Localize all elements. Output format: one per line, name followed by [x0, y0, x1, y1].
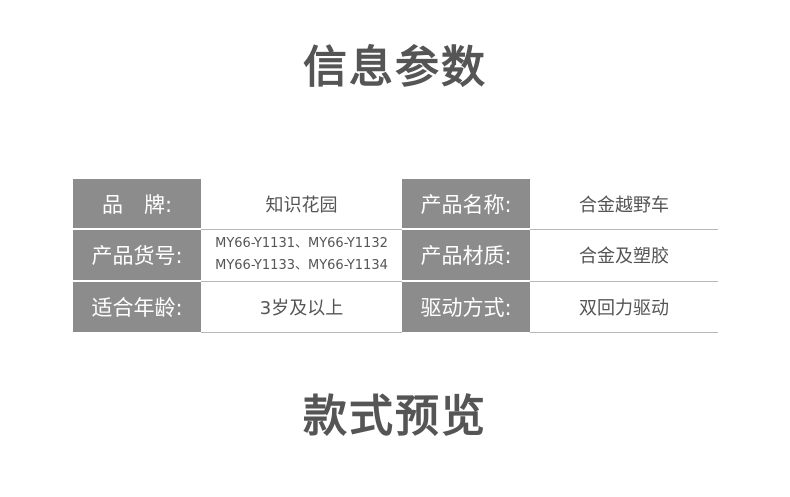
- section-title-info: 信息参数: [303, 42, 487, 93]
- spec-value-material: 合金及塑胶: [530, 229, 718, 282]
- section-title-preview: 款式预览: [303, 391, 487, 442]
- spec-label-age: 适合年龄:: [73, 281, 201, 332]
- spec-row-item-no: 产品货号: MY66-Y1131、MY66-Y1132 MY66-Y1133、M…: [73, 229, 718, 282]
- spec-table: 品 牌: 知识花园 产品名称: 合金越野车 产品货号: MY66-Y1131、M…: [73, 179, 718, 333]
- spec-row-brand: 品 牌: 知识花园 产品名称: 合金越野车: [73, 179, 718, 230]
- spec-value-item-no-line-1: MY66-Y1131、MY66-Y1132: [215, 236, 388, 251]
- spec-value-product-name: 合金越野车: [530, 179, 718, 230]
- spec-value-drive: 双回力驱动: [530, 281, 718, 333]
- spec-row-age: 适合年龄: 3岁及以上 驱动方式: 双回力驱动: [73, 281, 718, 333]
- spec-label-drive: 驱动方式:: [402, 281, 530, 332]
- spec-label-product-name: 产品名称:: [402, 179, 530, 230]
- spec-value-item-no-line-2: MY66-Y1133、MY66-Y1134: [215, 258, 388, 273]
- spec-value-age: 3岁及以上: [201, 281, 402, 333]
- spec-value-brand: 知识花园: [201, 179, 402, 230]
- spec-label-brand-text: 品 牌:: [101, 192, 173, 217]
- spec-label-item-no: 产品货号:: [73, 229, 201, 282]
- spec-label-material: 产品材质:: [402, 229, 530, 282]
- spec-value-item-no: MY66-Y1131、MY66-Y1132 MY66-Y1133、MY66-Y1…: [201, 229, 402, 282]
- spec-label-brand: 品 牌:: [73, 179, 201, 230]
